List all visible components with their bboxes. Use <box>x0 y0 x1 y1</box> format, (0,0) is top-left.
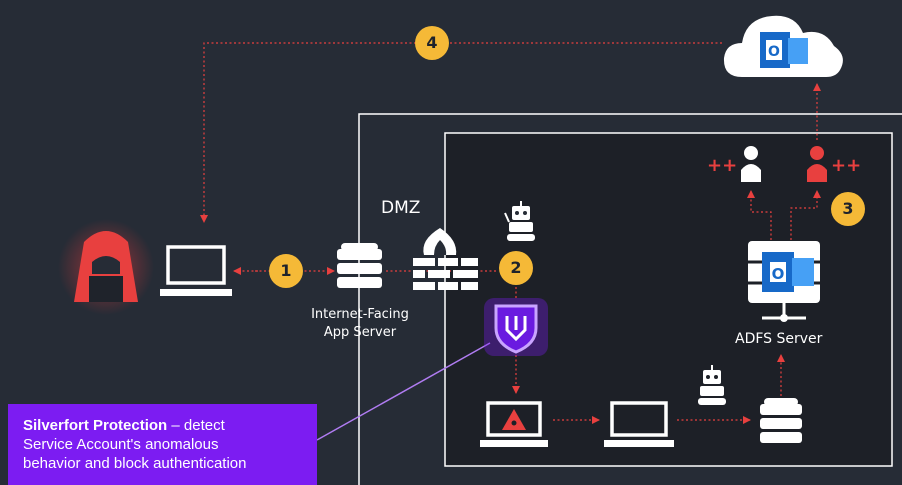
adfs-server-icon: O <box>748 241 820 322</box>
callout-connector <box>316 342 491 441</box>
svg-text:O: O <box>768 44 780 60</box>
arrow-adfs-to-user2 <box>790 190 821 240</box>
infected-laptop-icon <box>480 401 548 447</box>
compromised-user-icon: ++ <box>807 146 861 182</box>
robot-icon-2 <box>698 365 726 405</box>
step-badge-4: 4 <box>415 26 449 60</box>
hooded-hacker-icon <box>58 219 154 315</box>
app-server-label: Internet-Facing App Server <box>298 306 422 342</box>
silverfort-shield-icon <box>484 298 548 356</box>
callout-text-2: Service Account's anomalous <box>23 436 219 453</box>
app-server-label-line2: App Server <box>323 325 397 340</box>
firewall-icon <box>413 228 478 290</box>
step-badge-2: 2 <box>499 251 533 285</box>
robot-icon <box>504 201 535 241</box>
internal-database-icon <box>760 398 802 443</box>
step-badge-3: 3 <box>831 192 865 226</box>
svg-text:O: O <box>772 265 785 283</box>
database-icon <box>337 243 382 288</box>
outlook-cloud-icon: O <box>723 15 843 77</box>
callout-dash: – <box>167 417 184 434</box>
app-server-label-line1: Internet-Facing <box>311 307 409 322</box>
svg-text:++: ++ <box>707 155 737 176</box>
callout-text-3: behavior and block authentication <box>23 455 247 472</box>
dmz-zone-border <box>358 113 902 485</box>
adfs-server-label: ADFS Server <box>735 331 823 347</box>
laptop-icon <box>160 245 232 296</box>
callout-title: Silverfort Protection <box>23 417 168 434</box>
svg-text:++: ++ <box>831 155 861 176</box>
arrow-step4-return <box>200 42 722 223</box>
callout-text-1: detect <box>183 417 225 434</box>
dmz-label: DMZ <box>381 198 421 218</box>
step-badge-1: 1 <box>269 254 303 288</box>
callout-line1: Silverfort Protection – detect <box>23 416 307 435</box>
internal-laptop-icon <box>604 401 674 447</box>
silverfort-protection-callout: Silverfort Protection – detect Service A… <box>8 404 317 485</box>
user-icon: ++ <box>707 146 761 182</box>
arrow-adfs-to-user1 <box>747 190 772 240</box>
